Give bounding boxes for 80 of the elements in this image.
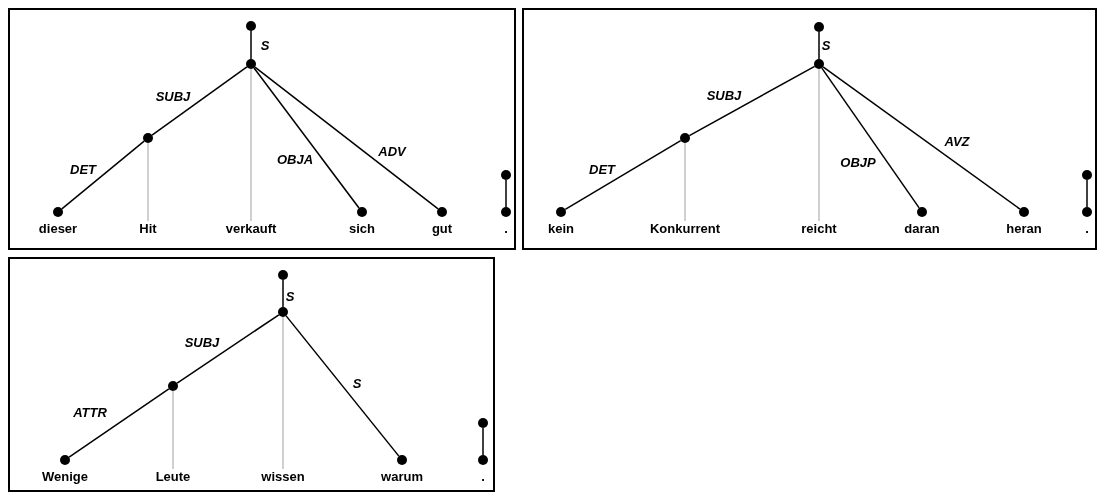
edge-label: OBJP: [839, 156, 877, 170]
edge-label: DET: [69, 163, 97, 177]
dependency-line: [1086, 179, 1088, 208]
tree-node-dot: [814, 22, 824, 32]
projection-line: [684, 142, 686, 222]
projection-line: [818, 68, 820, 222]
dependency-line: [254, 66, 439, 210]
tree-node-dot: [278, 270, 288, 280]
dependency-line: [818, 31, 820, 60]
projection-line: [250, 68, 252, 222]
edge-label: OBJA: [275, 153, 315, 167]
tree-node-dot: [53, 207, 63, 217]
edge-label: ATTR: [72, 406, 108, 420]
edge-label: S: [820, 39, 832, 53]
dependency-line: [285, 315, 400, 457]
tree-node-dot: [501, 207, 511, 217]
word-label: daran: [904, 221, 940, 236]
dependency-line: [282, 279, 284, 308]
word-label: dieser: [38, 221, 78, 236]
tree-node-dot: [60, 455, 70, 465]
edge-label: S: [351, 377, 363, 391]
dependency-line: [505, 179, 507, 208]
projection-line: [147, 142, 149, 222]
word-label: gut: [431, 221, 453, 236]
word-label: warum: [381, 469, 423, 484]
dependency-line: [564, 139, 682, 211]
tree-panel: [8, 257, 495, 492]
tree-node-dot: [357, 207, 367, 217]
edge-label: S: [259, 39, 271, 53]
word-label: Leute: [155, 469, 191, 484]
tree-node-dot: [814, 59, 824, 69]
word-label: sich: [349, 221, 375, 236]
tree-node-dot: [397, 455, 407, 465]
word-label: verkauft: [225, 221, 277, 236]
tree-node-dot: [278, 307, 288, 317]
word-label: Hit: [139, 221, 157, 236]
tree-node-dot: [143, 133, 153, 143]
dependency-line: [253, 67, 360, 209]
word-label: .: [504, 221, 508, 236]
tree-node-dot: [437, 207, 447, 217]
edge-label: SUBJ: [154, 90, 192, 104]
dependency-line: [821, 67, 920, 209]
dependency-line: [688, 65, 816, 137]
tree-panel: [522, 8, 1097, 250]
word-label: .: [1085, 221, 1089, 236]
word-label: reicht: [801, 221, 837, 236]
dependency-line: [176, 314, 280, 384]
tree-panel: [8, 8, 516, 250]
projection-line: [282, 316, 284, 470]
word-label: kein: [548, 221, 574, 236]
tree-node-dot: [478, 418, 488, 428]
tree-node-dot: [1082, 170, 1092, 180]
tree-node-dot: [1019, 207, 1029, 217]
word-label: Wenige: [42, 469, 88, 484]
projection-line: [172, 390, 174, 470]
tree-node-dot: [478, 455, 488, 465]
edge-label: SUBJ: [183, 336, 221, 350]
word-label: Konkurrent: [649, 221, 721, 236]
tree-node-dot: [917, 207, 927, 217]
word-label: heran: [1006, 221, 1042, 236]
edge-label: ADV: [377, 145, 407, 159]
tree-node-dot: [246, 59, 256, 69]
tree-node-dot: [168, 381, 178, 391]
dependency-line: [482, 427, 484, 456]
edge-label: DET: [588, 163, 616, 177]
edge-label: SUBJ: [705, 89, 743, 103]
edge-label: S: [284, 290, 296, 304]
dependency-line: [250, 30, 252, 60]
dependency-line: [822, 66, 1021, 210]
tree-node-dot: [501, 170, 511, 180]
dependency-line: [61, 140, 145, 210]
dependency-line: [68, 388, 170, 458]
word-label: wissen: [261, 469, 305, 484]
tree-node-dot: [1082, 207, 1092, 217]
tree-node-dot: [556, 207, 566, 217]
tree-node-dot: [680, 133, 690, 143]
tree-node-dot: [246, 21, 256, 31]
dependency-line: [151, 66, 248, 136]
word-label: .: [481, 469, 485, 484]
edge-label: AVZ: [943, 135, 971, 149]
